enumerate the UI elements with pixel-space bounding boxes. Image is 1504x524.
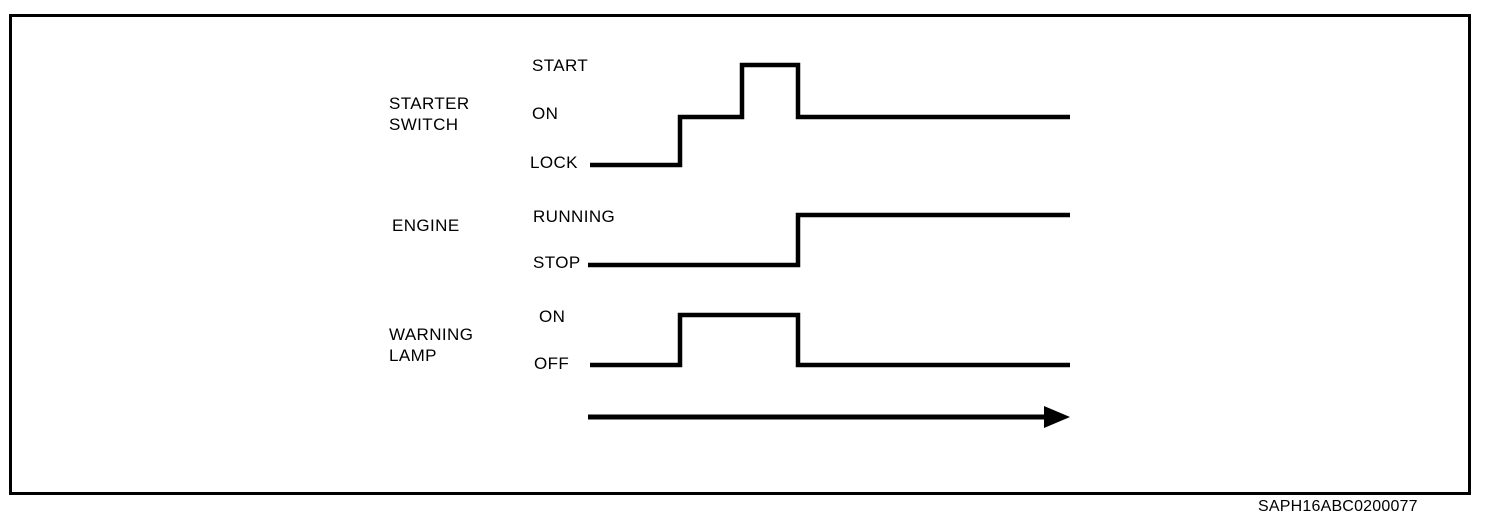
level-label-lock: LOCK: [530, 153, 578, 172]
time-axis-arrowhead-icon: [1044, 406, 1070, 428]
diagram-border: [9, 14, 1471, 495]
level-label-on: ON: [539, 307, 566, 326]
level-label-stop: STOP: [533, 253, 581, 272]
waveform-warning-lamp: [590, 312, 1070, 368]
signal-name-line: SWITCH: [389, 115, 459, 134]
signal-name-engine: ENGINE: [392, 215, 460, 236]
signal-name-line: WARNING: [389, 325, 474, 344]
level-label-start: START: [532, 56, 589, 75]
level-label-on: ON: [532, 104, 559, 123]
level-label-off: OFF: [534, 354, 570, 373]
figure-code: SAPH16ABC0200077: [1258, 498, 1418, 515]
signal-name-line: ENGINE: [392, 216, 460, 235]
signal-name-starter-switch: STARTER SWITCH: [389, 93, 470, 135]
signal-name-line: LAMP: [389, 346, 437, 365]
level-label-running: RUNNING: [533, 207, 616, 226]
waveform-engine: [588, 212, 1070, 268]
signal-name-warning-lamp: WARNING LAMP: [389, 324, 473, 366]
waveform-starter-switch: [590, 62, 1070, 168]
signal-name-line: STARTER: [389, 94, 470, 113]
